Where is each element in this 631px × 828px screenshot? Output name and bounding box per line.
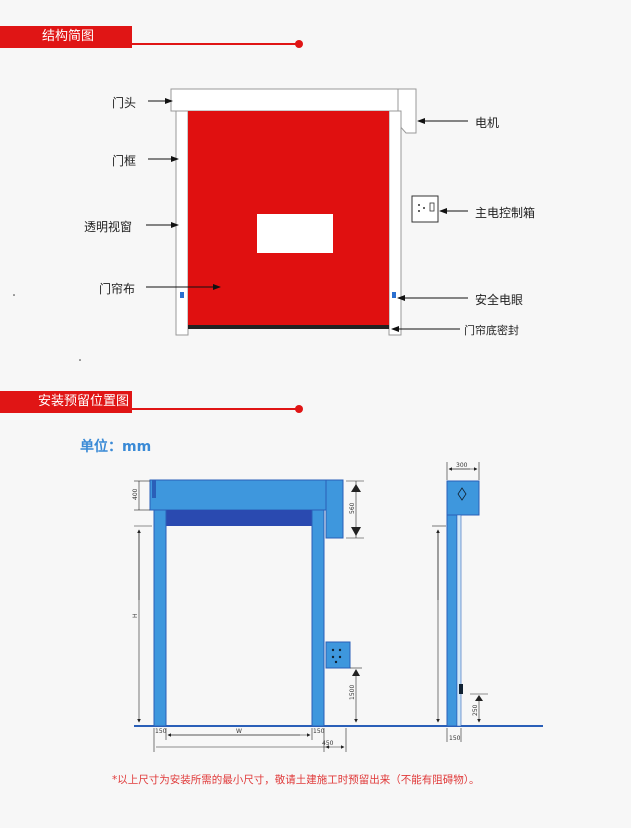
front-left-post (153, 509, 167, 727)
safety-eye-left (180, 292, 184, 298)
dim-right-250: 250 (472, 704, 479, 716)
dim-base-150a: 150 (155, 728, 167, 735)
section-title-install: 安装预留位置图 (0, 391, 132, 413)
front-head (149, 479, 329, 511)
bottom-seal (188, 325, 389, 329)
dim-right-300: 300 (456, 462, 468, 469)
label-curtain: 门帘布 (99, 282, 136, 296)
label-control-box: 主电控制箱 (475, 206, 536, 220)
unit-label: 单位：mm (80, 439, 152, 455)
control-box (411, 195, 439, 223)
label-door-head: 门头 (112, 96, 137, 110)
front-right-post (311, 509, 325, 727)
banner-dot (295, 40, 303, 48)
front-lintel (166, 510, 312, 526)
front-motor (325, 479, 344, 539)
transparent-window (257, 214, 333, 253)
install-control-box (325, 641, 351, 669)
dim-w: W (236, 728, 242, 735)
dim-box-1500: 1500 (349, 685, 356, 700)
label-motor: 电机 (475, 116, 500, 130)
label-door-frame: 门框 (112, 154, 137, 168)
safety-eye-right (392, 292, 396, 298)
dim-side-560: 560 (349, 502, 356, 514)
label-safety-eye: 安全电眼 (475, 293, 524, 307)
dim-top-400: 400 (132, 488, 139, 500)
banner-line (130, 408, 298, 410)
label-bottom-seal: 门帘底密封 (464, 324, 519, 337)
banner-dot (295, 405, 303, 413)
section-title-structure: 结构简图 (0, 26, 132, 48)
install-note: *以上尺寸为安装所需的最小尺寸，敬请土建施工时预留出来（不能有阻碍物）。 (112, 774, 480, 786)
label-window: 透明视窗 (84, 220, 133, 234)
dim-h: H (132, 613, 139, 618)
dim-base-450: 450 (322, 740, 334, 747)
side-post (446, 514, 458, 727)
banner-line (126, 43, 298, 45)
dim-base-150b: 150 (313, 728, 325, 735)
dim-right-150: 150 (449, 735, 461, 742)
